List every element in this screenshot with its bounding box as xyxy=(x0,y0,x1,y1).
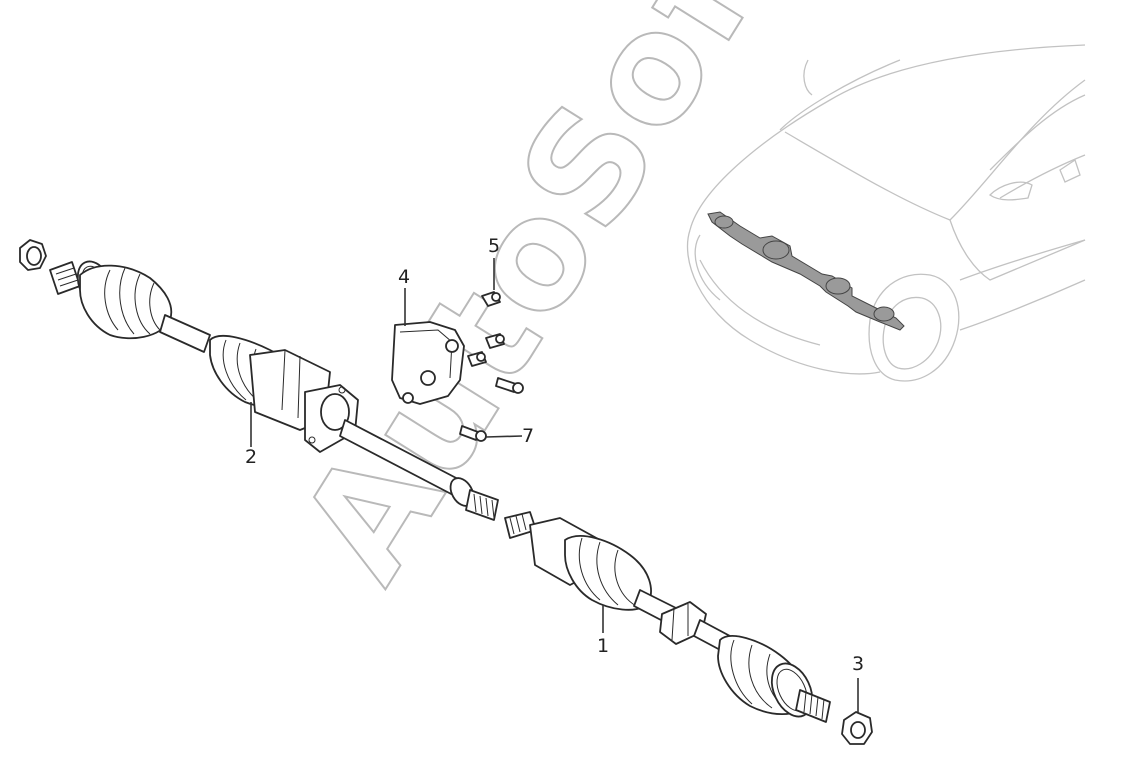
callout-1: 1 xyxy=(597,635,609,657)
callout-2: 2 xyxy=(245,446,257,468)
callout-3: 3 xyxy=(852,653,864,675)
driveshaft-left-assembly xyxy=(49,260,499,521)
driveshaft-right-assembly xyxy=(504,511,831,723)
bolt-long-a xyxy=(495,377,524,394)
callout-4: 4 xyxy=(398,266,410,288)
bolt-small-a xyxy=(485,333,505,349)
callout-5: 5 xyxy=(488,235,500,257)
bearing-bracket xyxy=(391,321,465,405)
callout-7: 7 xyxy=(522,425,534,447)
leader-lines xyxy=(250,258,859,712)
hub-nut-left xyxy=(19,239,47,271)
hub-nut-right xyxy=(841,711,873,745)
bolt-part-5 xyxy=(481,291,501,307)
watermark-text: AutoSoft xyxy=(268,0,828,609)
bolt-long-b xyxy=(459,425,487,442)
vehicle-locator-outline xyxy=(686,44,1086,382)
bolt-small-b xyxy=(467,351,487,367)
